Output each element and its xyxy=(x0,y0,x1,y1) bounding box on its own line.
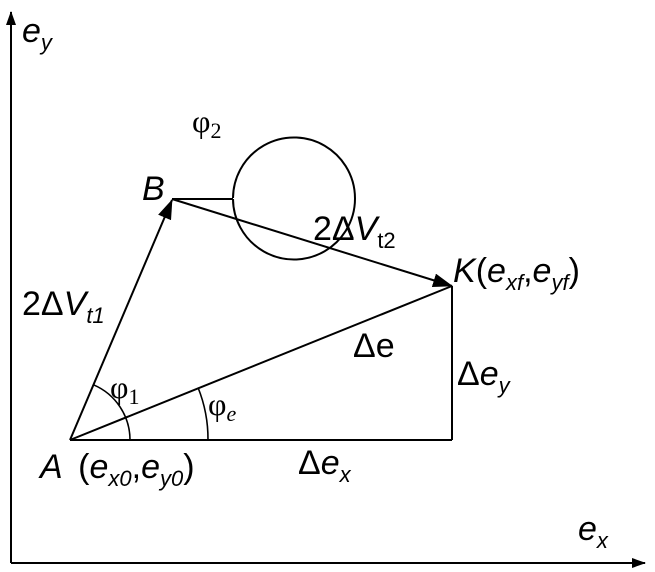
phie-arc xyxy=(197,387,209,441)
point-k-label: K(exf,eyf) xyxy=(453,252,580,295)
x-axis-label: ex xyxy=(578,510,609,553)
delta-ey-label: Δey xyxy=(457,355,512,398)
y-axis-label: ey xyxy=(22,12,54,55)
phi1-arc xyxy=(93,384,131,441)
phi1-label: φ1 xyxy=(110,369,139,409)
delta-e-line xyxy=(69,285,453,441)
point-b-label: B xyxy=(142,170,165,208)
delta-e-label: Δe xyxy=(353,327,395,365)
delta-ex-label: Δex xyxy=(298,444,352,487)
point-a-label: A (ex0,ey0) xyxy=(38,448,195,491)
delta-v-t2-vector xyxy=(171,198,453,288)
phi2-circle xyxy=(232,136,356,261)
delta-v-t2-label: 2ΔVt2 xyxy=(313,210,396,253)
delta-v-t1-label: 2ΔVt1 xyxy=(22,285,105,328)
phie-label: φe xyxy=(208,386,236,426)
delta-v-t1-vector xyxy=(69,199,173,441)
phi2-label: φ2 xyxy=(192,103,221,143)
